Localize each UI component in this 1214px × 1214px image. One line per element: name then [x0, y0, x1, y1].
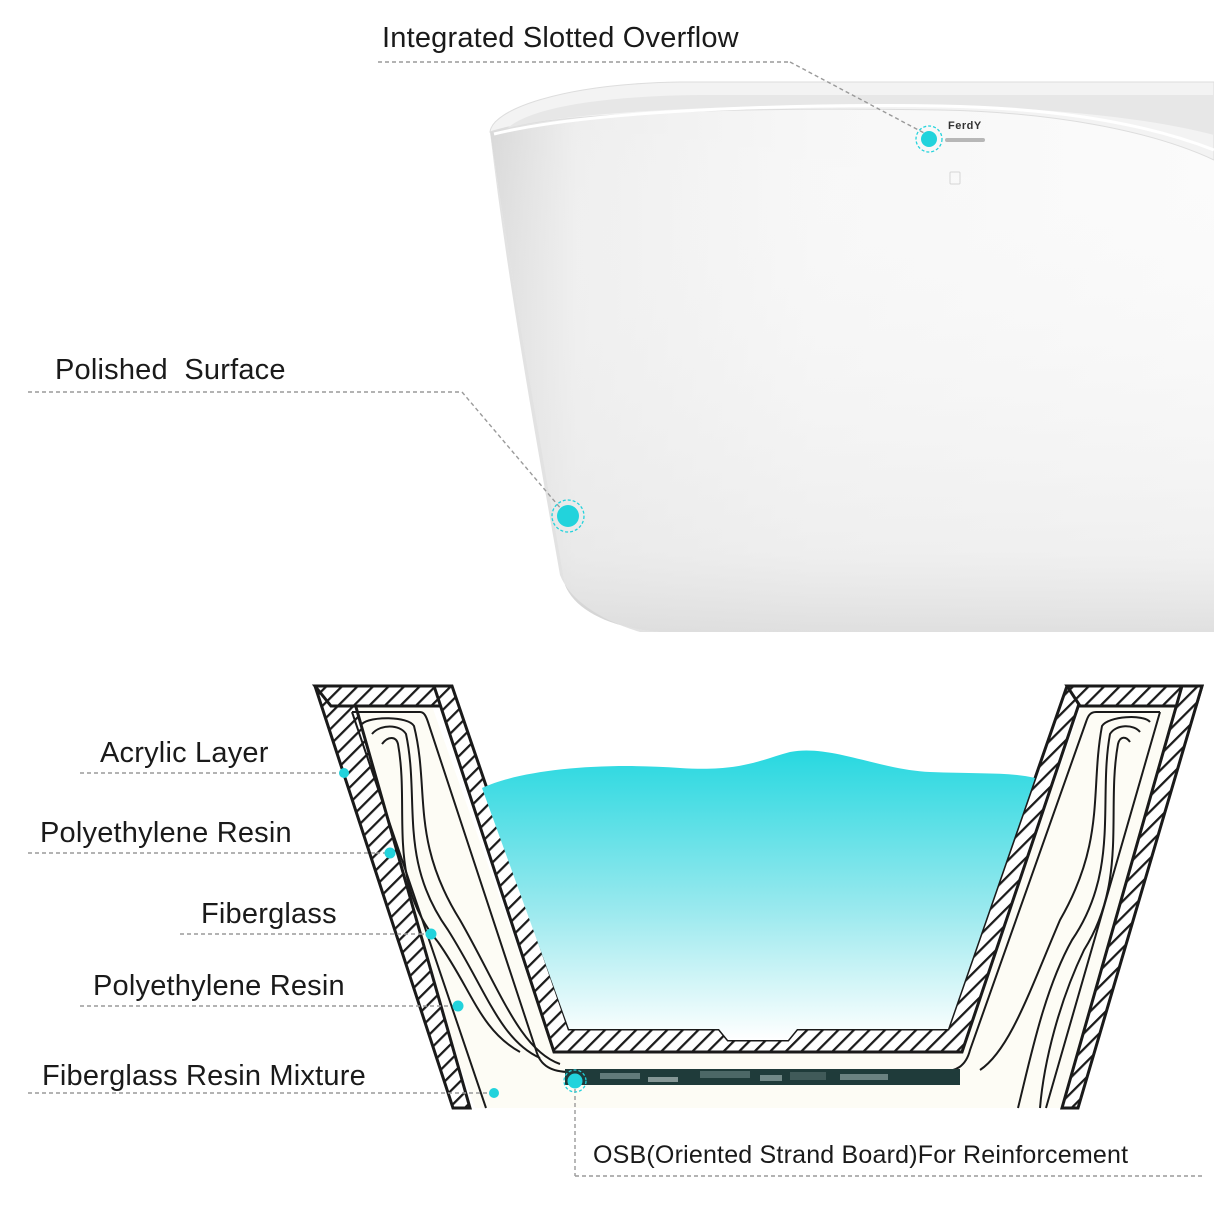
- acrylic-layer-label: Acrylic Layer: [100, 737, 269, 769]
- surface-label: Polished Surface: [55, 354, 286, 386]
- layer-markers: [339, 768, 587, 1098]
- osb-marker: [563, 1069, 587, 1093]
- tub-body-shade: [490, 102, 1214, 632]
- resin2-marker: [452, 1000, 464, 1012]
- overflow-leader: [789, 61, 927, 135]
- tub-rim-highlight: [493, 104, 1214, 152]
- overflow-marker: [915, 125, 943, 153]
- cross-section: [311, 684, 1205, 1110]
- water: [482, 750, 1035, 1040]
- bathtub-illustration: [489, 81, 1214, 632]
- left-layer-lines: [351, 711, 960, 1109]
- overflow-label: Integrated Slotted Overflow: [382, 22, 739, 54]
- osb-label: OSB(Oriented Strand Board)For Reinforcem…: [593, 1141, 1129, 1169]
- mixture-marker: [489, 1088, 499, 1098]
- overflow-slot: [945, 138, 985, 142]
- surface-marker: [551, 499, 585, 533]
- osb-texture: [600, 1071, 888, 1082]
- resin-layer-2-label: Polyethylene Resin: [93, 970, 345, 1002]
- mixture-layer-label: Fiberglass Resin Mixture: [42, 1060, 366, 1092]
- resin1-marker: [384, 847, 396, 859]
- surface-leader: [461, 391, 563, 511]
- bottom-leaders: [28, 772, 1202, 1177]
- brand-logo: FerdY: [948, 120, 982, 132]
- tub-basin: [508, 95, 1214, 135]
- fiberglass-marker: [425, 928, 437, 940]
- fiberglass-layer-label: Fiberglass: [201, 898, 337, 930]
- acrylic-marker: [339, 768, 349, 778]
- right-outer-wall: [1060, 684, 1205, 1110]
- resin-layer-1-label: Polyethylene Resin: [40, 817, 292, 849]
- left-top-cap: [311, 684, 455, 708]
- top-leaders: [28, 61, 927, 511]
- tub-badge: [949, 171, 961, 185]
